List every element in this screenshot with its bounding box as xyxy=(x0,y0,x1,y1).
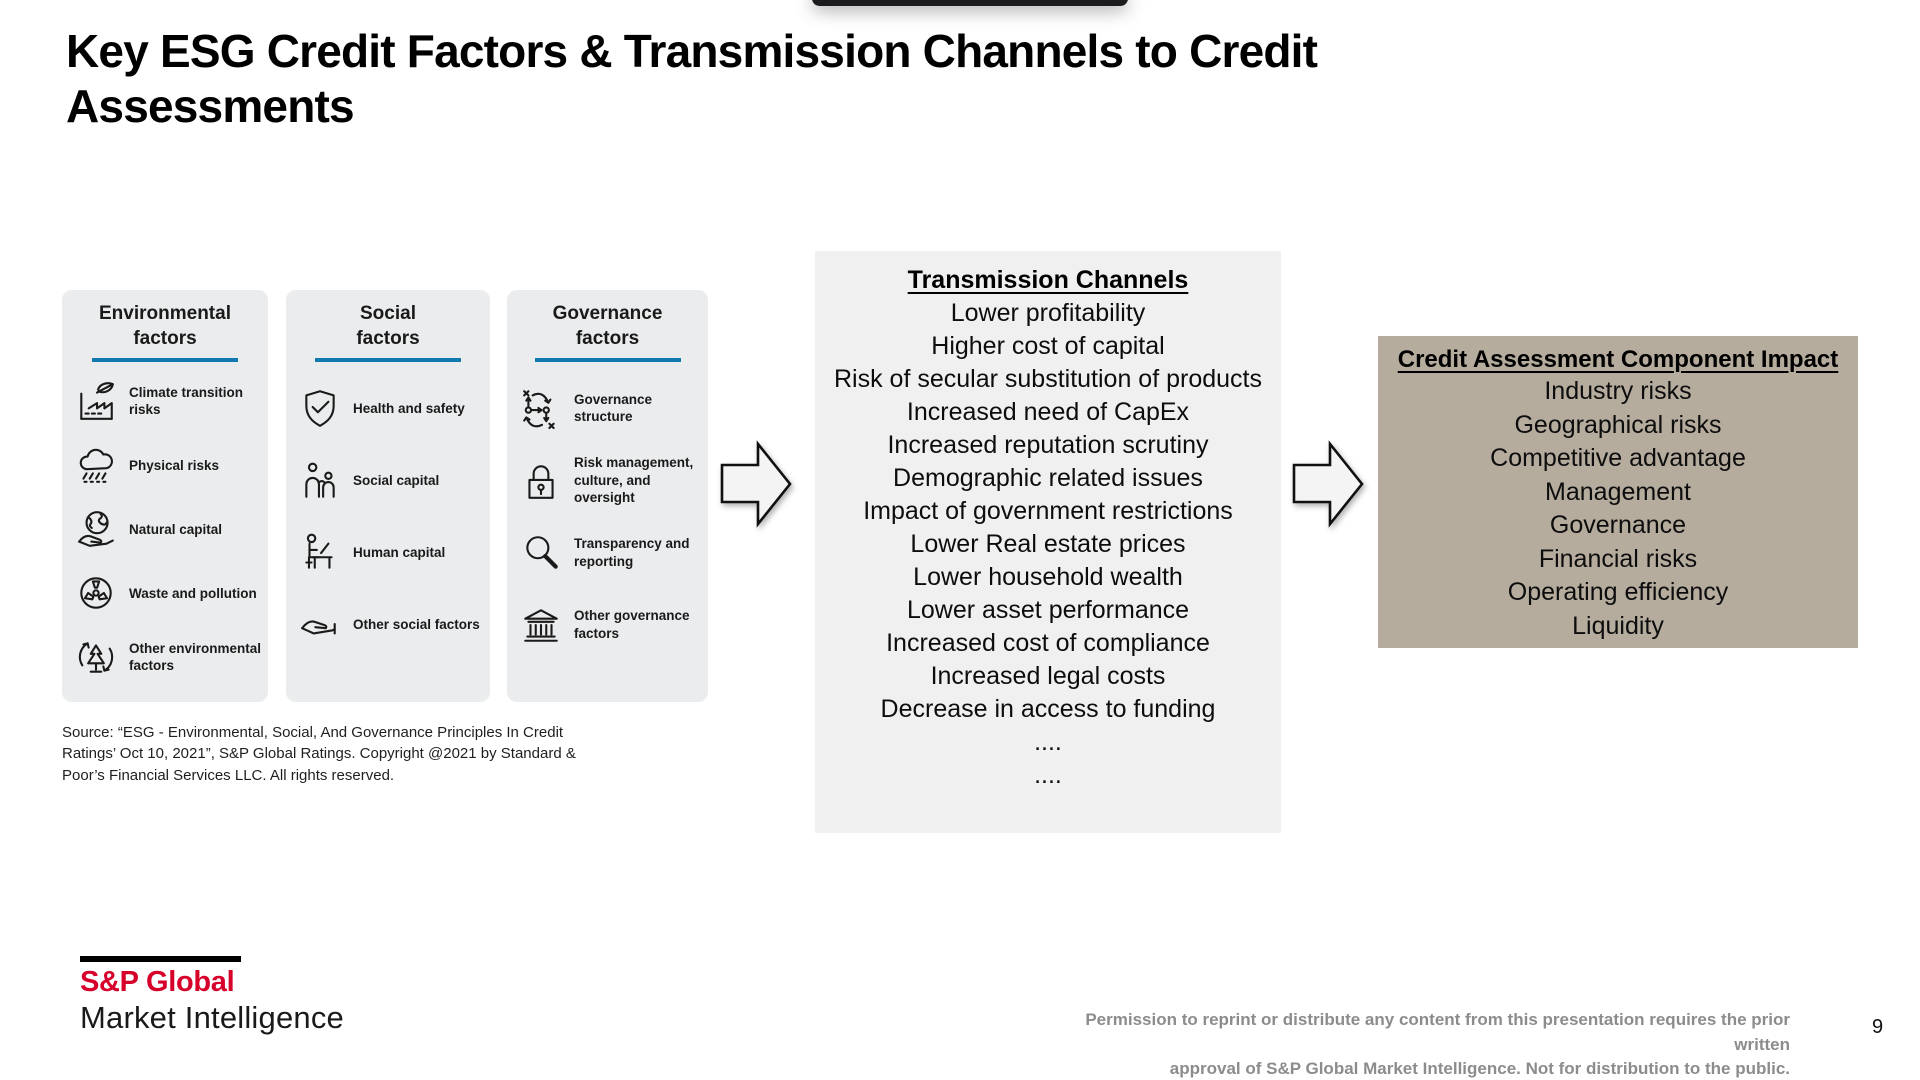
impact-item: Governance xyxy=(1549,511,1687,539)
channel-item: Lower household wealth xyxy=(913,562,1183,591)
environmental-factors-panel: Environmental factors Climate transition… xyxy=(62,290,268,702)
factor-item: Other governance factors xyxy=(520,599,702,651)
permission-note: Permission to reprint or distribute any … xyxy=(1085,1010,1790,1079)
factor-item: Transparency and reporting xyxy=(520,527,702,579)
channel-item: Decrease in access to funding xyxy=(880,694,1216,723)
flow-diagram-icon xyxy=(520,387,562,430)
tree-recycle-icon xyxy=(75,636,117,678)
factor-item: Climate transition risks xyxy=(75,376,262,426)
social-factors-panel: Social factors Health and safety Soc xyxy=(286,290,490,702)
giving-hand-icon xyxy=(299,603,341,645)
screen-share-pill[interactable] xyxy=(812,0,1128,6)
credit-assessment-impact-title: Credit Assessment Component Impact xyxy=(1397,346,1839,373)
factor-item: Waste and pollution xyxy=(75,568,262,618)
impact-item: Industry risks xyxy=(1544,377,1692,405)
governance-factors-panel: Governance factors Governance structure xyxy=(507,290,708,702)
padlock-icon xyxy=(520,460,562,502)
shield-check-icon xyxy=(299,387,341,429)
people-icon xyxy=(299,459,341,501)
channel-item: Increased reputation scrutiny xyxy=(887,430,1209,459)
title-underline xyxy=(92,358,238,363)
market-intelligence-logo: Market Intelligence xyxy=(80,1000,344,1035)
channel-item: Impact of government restrictions xyxy=(863,496,1233,525)
factor-item: Other environmental factors xyxy=(75,632,262,682)
factor-item: Human capital xyxy=(299,526,484,578)
impact-item: Competitive advantage xyxy=(1490,444,1746,472)
panel-title: Environmental factors xyxy=(99,303,231,349)
bank-icon xyxy=(520,604,562,646)
channel-item: Risk of secular substitution of products xyxy=(834,364,1262,393)
credit-assessment-impact-box: Credit Assessment Component Impact Indus… xyxy=(1378,336,1858,648)
transmission-channels-title: Transmission Channels xyxy=(907,266,1189,294)
title-underline xyxy=(534,358,681,363)
impact-item: Geographical risks xyxy=(1514,410,1722,439)
transmission-channels-box: Transmission Channels Lower profitabilit… xyxy=(815,251,1281,833)
factor-item: Other social factors xyxy=(299,598,484,650)
panel-title: Social factors xyxy=(356,303,420,349)
logo-bar xyxy=(80,956,241,962)
factor-item: Risk management, culture, and oversight xyxy=(520,454,702,507)
factor-item: Health and safety xyxy=(299,382,484,434)
page-number: 9 xyxy=(1872,1016,1884,1038)
channel-item: .... xyxy=(1034,727,1062,756)
factory-leaf-icon xyxy=(75,380,117,422)
channel-item: Lower Real estate prices xyxy=(910,529,1186,558)
impact-item: Liquidity xyxy=(1572,611,1664,640)
flow-arrow-icon xyxy=(720,440,792,528)
channel-item: Increased need of CapEx xyxy=(906,397,1190,426)
globe-hand-icon xyxy=(75,508,117,550)
factor-item: Social capital xyxy=(299,454,484,506)
factor-item: Physical risks xyxy=(75,440,262,490)
impact-item: Financial risks xyxy=(1538,544,1698,573)
radiation-icon xyxy=(75,572,117,614)
channel-item: Lower asset performance xyxy=(906,595,1190,624)
impact-item: Management xyxy=(1545,477,1691,506)
person-desk-icon xyxy=(299,531,341,573)
channel-item: Increased legal costs xyxy=(930,661,1166,690)
panel-title: Governance factors xyxy=(552,303,663,349)
rain-cloud-icon xyxy=(75,444,117,486)
title-underline xyxy=(315,358,461,363)
channel-item: Higher cost of capital xyxy=(931,331,1165,360)
impact-item: Operating efficiency xyxy=(1507,578,1729,606)
sp-global-logo: S&P Global xyxy=(80,966,235,998)
page-title: Key ESG Credit Factors & Transmission Ch… xyxy=(66,25,1318,133)
factor-item: Natural capital xyxy=(75,504,262,554)
channel-item: Demographic related issues xyxy=(893,463,1203,492)
channel-item: Increased cost of compliance xyxy=(886,628,1210,657)
factor-item: Governance structure xyxy=(520,382,702,434)
channel-item: .... xyxy=(1034,760,1062,789)
source-note: Source: “ESG - Environmental, Social, An… xyxy=(62,724,576,784)
channel-item: Lower profitability xyxy=(950,298,1146,327)
magnifier-icon xyxy=(520,532,562,574)
flow-arrow-icon xyxy=(1292,440,1364,528)
